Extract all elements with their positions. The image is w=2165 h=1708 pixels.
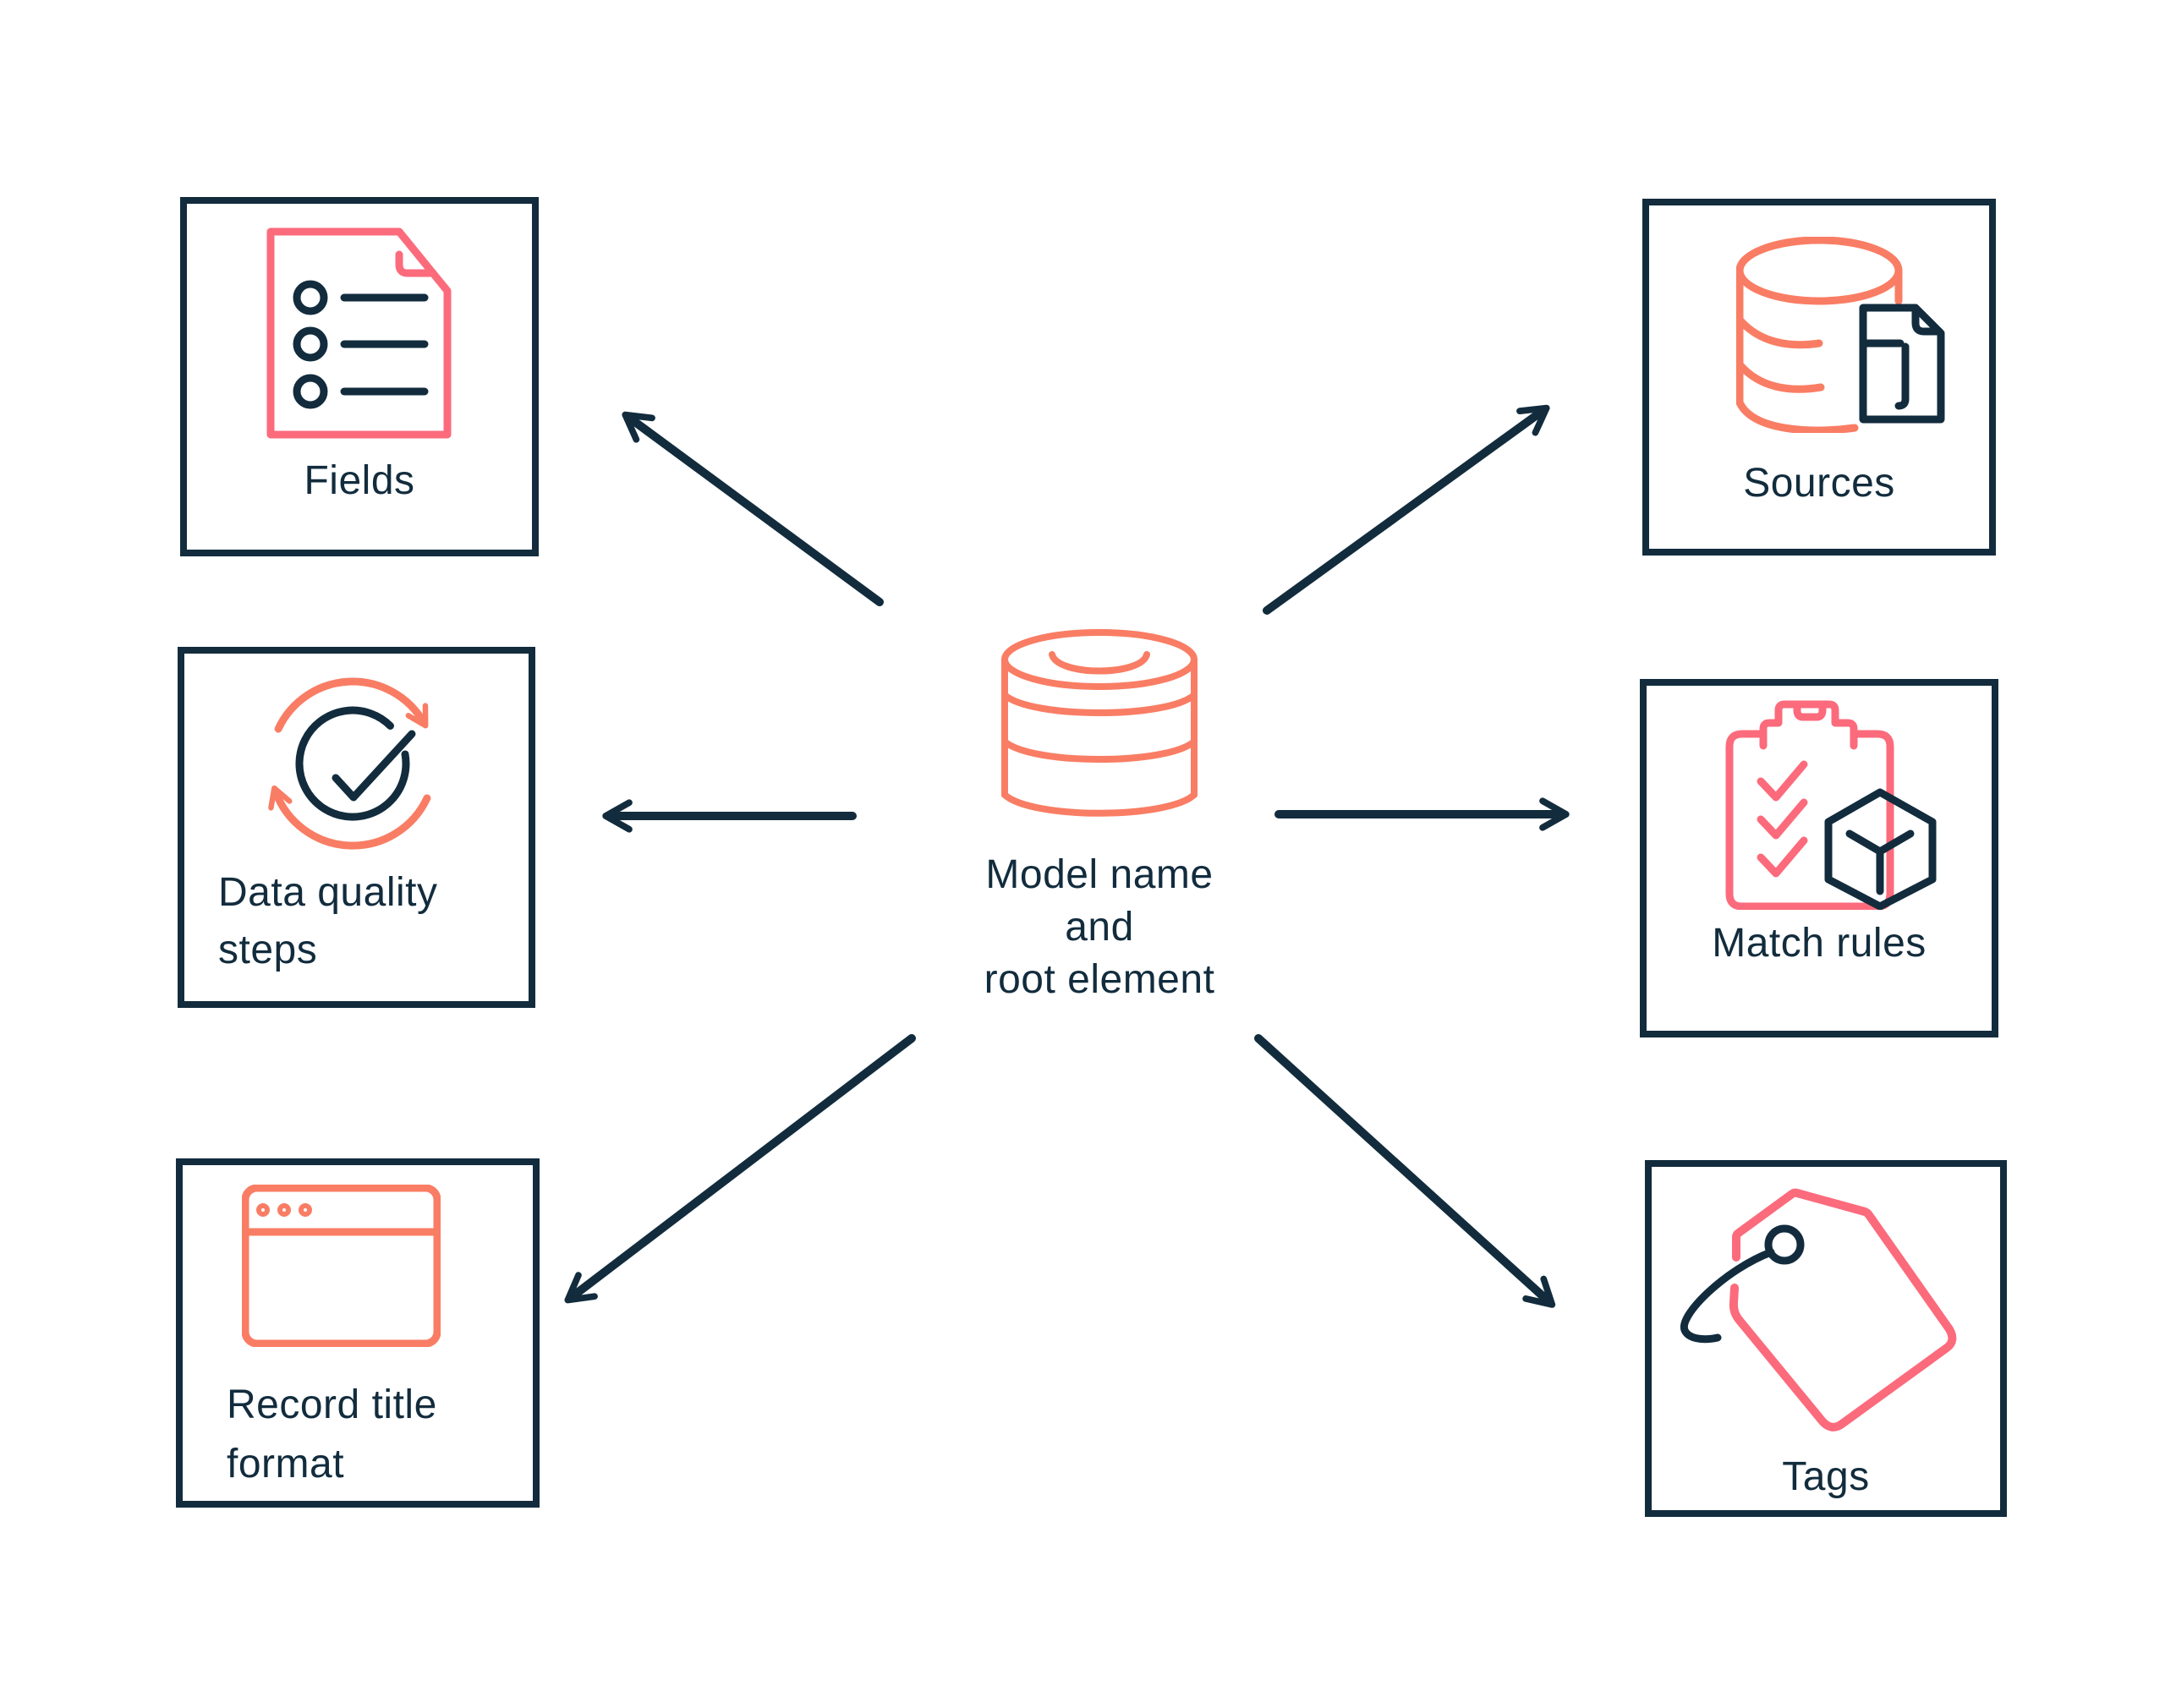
database-stack-icon — [1001, 629, 1198, 817]
arrow-center-to-fields — [622, 411, 884, 606]
arrow-center-to-sources — [1263, 404, 1550, 615]
center-node-label: Model name and root element — [854, 849, 1345, 1006]
node-tags-label: Tags — [1782, 1454, 1870, 1499]
node-data-quality-label: Data quality steps — [218, 864, 437, 979]
node-fields-label: Fields — [304, 458, 415, 503]
node-record-title-label-line-1: Record title — [227, 1382, 437, 1427]
arrow-center-to-tags — [1254, 1034, 1556, 1308]
arrow-center-to-record-title — [564, 1034, 916, 1304]
database-file-icon — [1736, 237, 1945, 433]
node-record-title-format: Record title format — [176, 1158, 540, 1508]
node-match-rules: Match rules — [1640, 679, 1998, 1037]
center-label-line-1: Model name — [985, 852, 1214, 897]
document-list-icon — [266, 227, 452, 439]
node-match-rules-label: Match rules — [1712, 921, 1927, 966]
node-tags: Tags — [1645, 1160, 2007, 1517]
node-record-title-label: Record title format — [227, 1376, 437, 1494]
node-data-quality-label-line-2: steps — [218, 928, 318, 972]
node-sources-label: Sources — [1743, 461, 1895, 506]
browser-window-icon — [242, 1185, 441, 1347]
node-data-quality-steps: Data quality steps — [178, 647, 535, 1008]
node-data-quality-label-line-1: Data quality — [218, 870, 438, 915]
price-tag-icon — [1680, 1188, 1957, 1432]
center-label-line-3: root element — [984, 957, 1215, 1002]
node-fields: Fields — [180, 197, 539, 556]
node-sources: Sources — [1642, 199, 1996, 556]
node-record-title-label-line-2: format — [227, 1442, 345, 1486]
clipboard-checklist-cube-icon — [1725, 700, 1937, 910]
center-label-line-2: and — [1065, 905, 1134, 950]
sync-check-icon — [268, 677, 431, 850]
